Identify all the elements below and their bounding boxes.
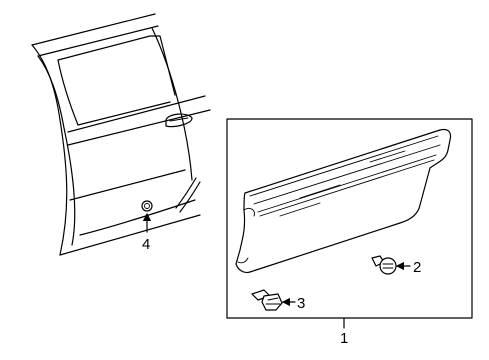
- clip-part-3: [251, 289, 283, 311]
- callout-3: 3: [281, 295, 305, 312]
- vehicle-side-body: [31, 13, 211, 256]
- callout-2: 2: [395, 259, 421, 276]
- callout-4-label: 4: [142, 236, 150, 253]
- assembly-box: [226, 118, 473, 319]
- vehicle-clip-hole: [141, 200, 153, 212]
- callout-3-label: 3: [297, 295, 305, 312]
- callout-4: 4: [142, 212, 152, 253]
- door-moulding-part: [235, 128, 452, 274]
- clip-part-2: [371, 255, 397, 275]
- callout-1: 1: [340, 317, 348, 347]
- callout-1-label: 1: [340, 330, 348, 347]
- callout-2-label: 2: [413, 259, 421, 276]
